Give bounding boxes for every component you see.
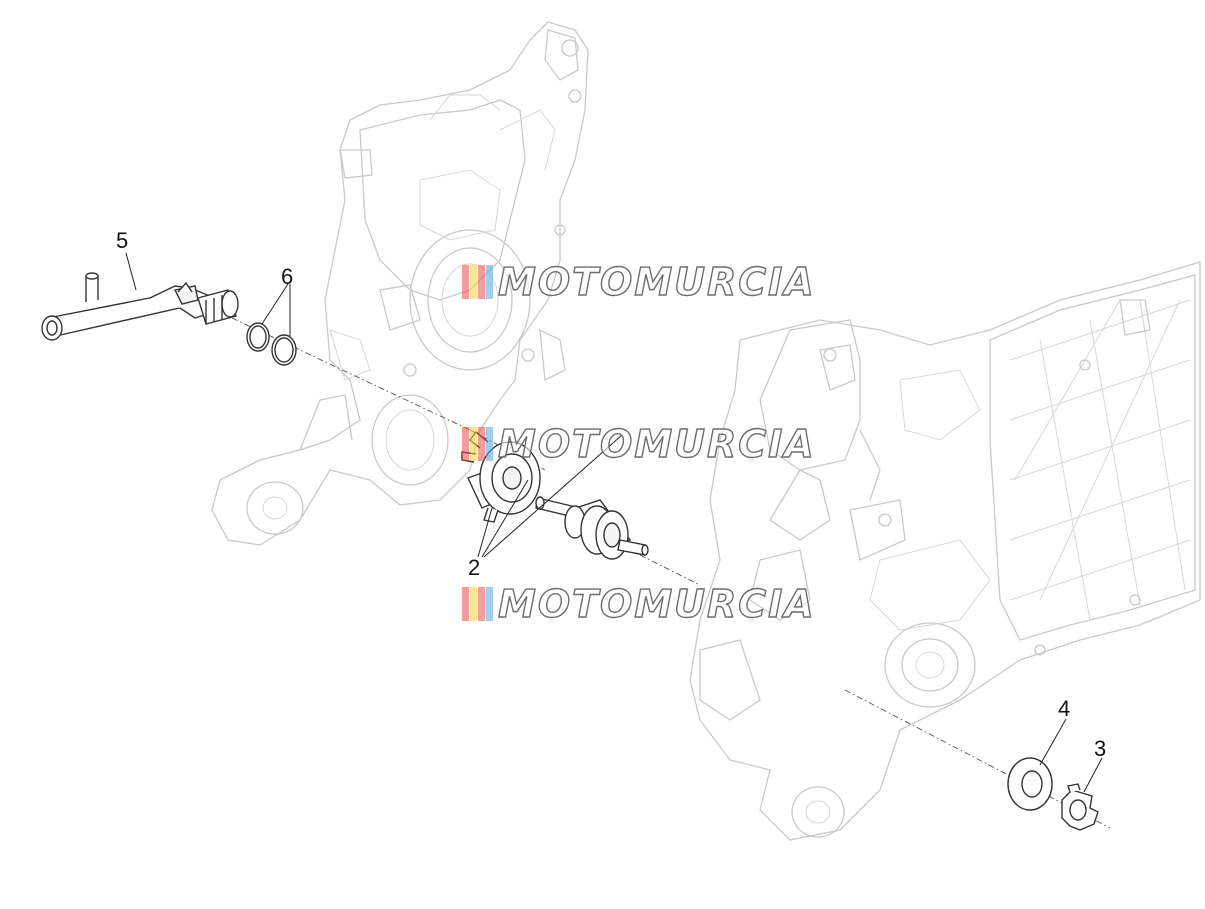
watermark-flag-icon <box>462 427 494 461</box>
part-4-washer <box>1007 757 1053 811</box>
callout-6: 6 <box>281 264 294 289</box>
part-3-lock-plate <box>1061 783 1099 831</box>
watermark-logo: MOTOMURCIA <box>462 581 816 627</box>
right-crankcase-housing <box>689 261 1201 841</box>
part-2-water-pump <box>461 430 649 560</box>
watermark-flag-icon <box>462 587 494 621</box>
watermark-text: MOTOMURCIA <box>497 421 816 466</box>
part-5-water-pipe <box>41 272 239 341</box>
leader-lines <box>125 252 1103 793</box>
callout-3: 3 <box>1094 736 1107 761</box>
watermark-text: MOTOMURCIA <box>497 259 816 304</box>
assembly-axis-lines <box>231 317 1111 829</box>
callout-5: 5 <box>116 228 129 253</box>
watermark-logo: MOTOMURCIA <box>462 421 816 467</box>
watermark-text: MOTOMURCIA <box>497 581 816 626</box>
callout-4: 4 <box>1058 696 1071 721</box>
part-6-o-rings <box>246 322 297 366</box>
left-crankcase-housing <box>211 21 589 546</box>
watermark-flag-icon <box>462 265 494 299</box>
callout-2: 2 <box>468 555 481 580</box>
watermark-logo: MOTOMURCIA <box>462 259 816 305</box>
